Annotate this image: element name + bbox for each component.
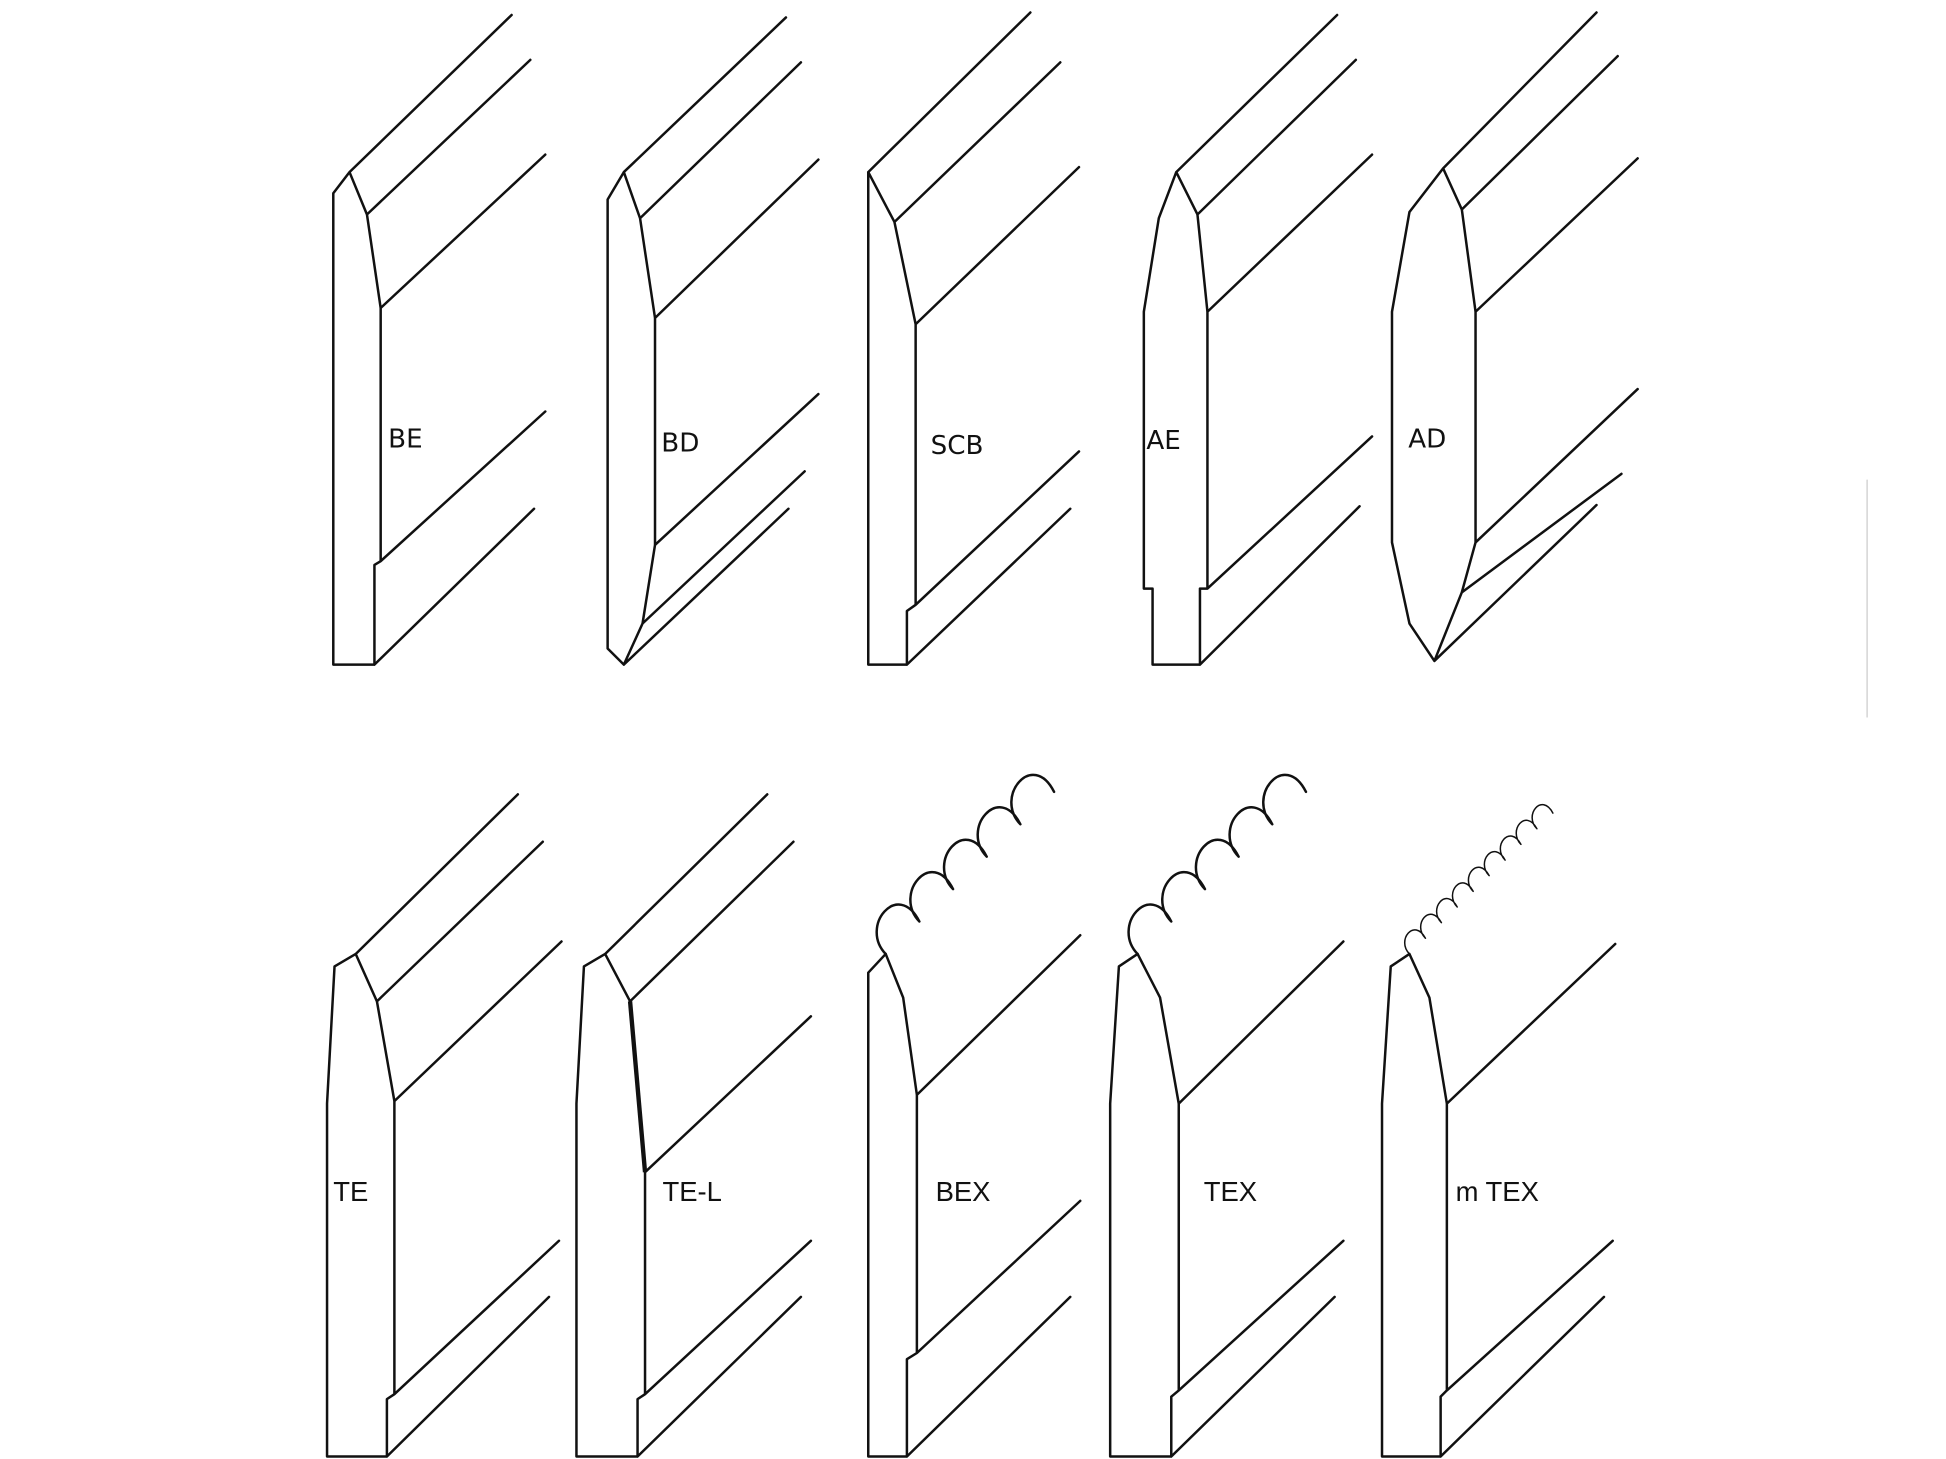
label-te-l: TE-L	[662, 1176, 721, 1207]
profile-be: BE	[332, 13, 547, 666]
profile-tex-outline	[1108, 940, 1345, 1458]
profile-ad: AD	[1390, 11, 1639, 663]
label-bex: BEX	[936, 1176, 991, 1207]
profile-scb-outline	[867, 11, 1081, 666]
profile-m-tex: m TEX	[1380, 804, 1617, 1458]
serration-edge	[1127, 773, 1308, 956]
profile-te-outline	[325, 793, 563, 1458]
label-scb: SCB	[931, 431, 984, 461]
profile-te: TE	[325, 793, 563, 1458]
profile-ad-outline	[1390, 11, 1639, 663]
profile-ae: AE	[1142, 13, 1374, 666]
profile-bex: BEX	[867, 773, 1082, 1458]
profile-scb: SCB	[867, 11, 1081, 666]
profile-te-l-outline	[575, 793, 813, 1458]
profile-tex: TEX	[1108, 773, 1345, 1458]
profile-bd-outline	[606, 16, 820, 666]
profile-be-outline	[332, 13, 547, 666]
profile-bex-outline	[867, 934, 1082, 1458]
profile-m-tex-outline	[1380, 942, 1617, 1458]
serration-edge	[1404, 804, 1554, 955]
serration-edge	[875, 773, 1056, 956]
label-ad: AD	[1408, 425, 1446, 455]
profile-ae-outline	[1142, 13, 1374, 666]
label-m-tex: m TEX	[1456, 1176, 1539, 1207]
label-bd: BD	[661, 428, 699, 458]
label-tex: TEX	[1204, 1176, 1257, 1207]
profile-bd: BD	[606, 16, 820, 666]
label-be: BE	[388, 425, 423, 455]
profile-te-l-thick-line	[627, 1001, 648, 1173]
profile-te-l: TE-L	[575, 793, 813, 1458]
label-te: TE	[333, 1176, 368, 1207]
label-ae: AE	[1146, 426, 1180, 456]
